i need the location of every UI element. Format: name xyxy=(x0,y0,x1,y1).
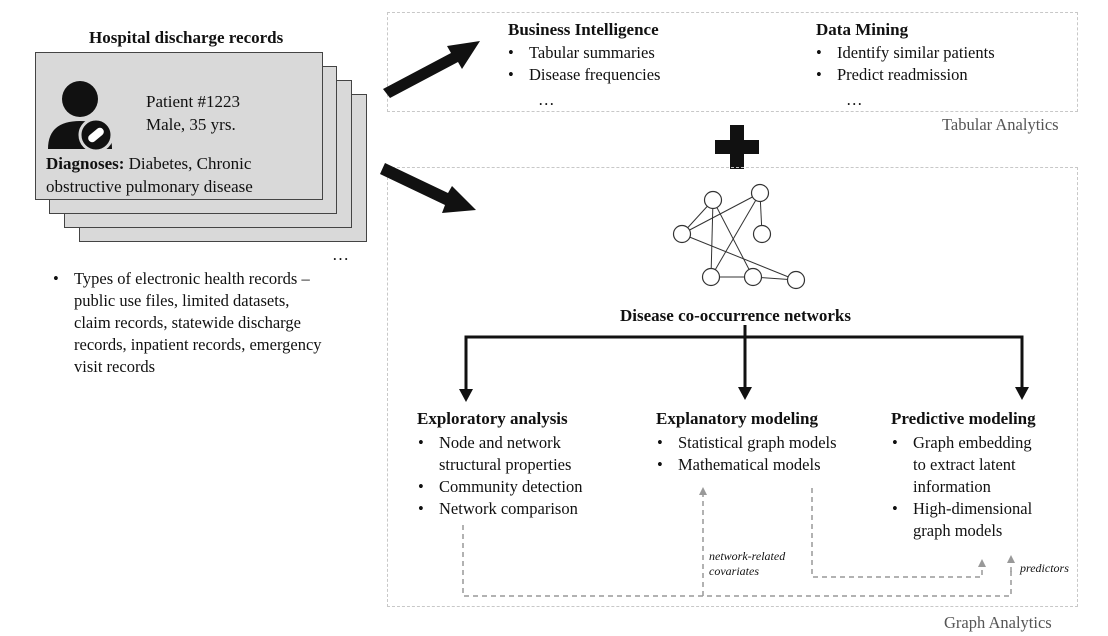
bi-list: Tabular summaries Disease frequencies xyxy=(503,42,660,86)
record-card-front: Patient #1223 Male, 35 yrs. Diagnoses: D… xyxy=(35,52,323,200)
arrow-to-graph xyxy=(380,163,476,213)
record-types-item: Types of electronic health records –publ… xyxy=(48,268,388,378)
bi-item: Tabular summaries xyxy=(503,42,660,64)
covariates-label-2: covariates xyxy=(709,564,759,578)
graph-analytics-box xyxy=(387,167,1078,607)
diagnoses-line1: Diagnoses: Diabetes, Chronic xyxy=(46,153,251,175)
explanatory-title: Explanatory modeling xyxy=(656,409,818,428)
records-title: Hospital discharge records xyxy=(89,28,284,47)
graph-label: Graph Analytics xyxy=(944,613,1052,632)
bi-item: Disease frequencies xyxy=(503,64,660,86)
patient-icon xyxy=(48,81,114,153)
arrow-to-tabular xyxy=(383,41,480,98)
patient-id: Patient #1223 xyxy=(146,92,240,111)
dm-item: Predict readmission xyxy=(811,64,995,86)
patient-info: Male, 35 yrs. xyxy=(146,115,236,134)
dm-list: Identify similar patients Predict readmi… xyxy=(811,42,995,86)
exploratory-item: Network comparison xyxy=(413,498,582,520)
tabular-label: Tabular Analytics xyxy=(942,115,1059,134)
exploratory-item: Community detection xyxy=(413,476,582,498)
bi-title: Business Intelligence xyxy=(508,20,659,39)
tabular-analytics-box xyxy=(387,12,1078,112)
dm-more: … xyxy=(846,90,863,109)
diagnoses-line2: obstructive pulmonary disease xyxy=(46,177,253,196)
covariates-label-1: network-related xyxy=(709,549,786,563)
predictive-title: Predictive modeling xyxy=(891,409,1036,428)
bi-more: … xyxy=(538,90,555,109)
explanatory-item: Mathematical models xyxy=(652,454,837,476)
predictors-label: predictors xyxy=(1020,561,1069,575)
plus-icon xyxy=(715,125,759,169)
records-ellipsis: … xyxy=(332,245,349,264)
explanatory-list: Statistical graph models Mathematical mo… xyxy=(652,432,837,476)
diagnoses-values: Diabetes, Chronic xyxy=(124,154,252,173)
network-title: Disease co-occurrence networks xyxy=(620,306,852,325)
dm-item: Identify similar patients xyxy=(811,42,995,64)
explanatory-item: Statistical graph models xyxy=(652,432,837,454)
record-types-list: Types of electronic health records –publ… xyxy=(48,268,388,378)
exploratory-title: Exploratory analysis xyxy=(417,409,568,428)
dm-title: Data Mining xyxy=(816,20,909,39)
diagnoses-label: Diagnoses: xyxy=(46,154,125,173)
